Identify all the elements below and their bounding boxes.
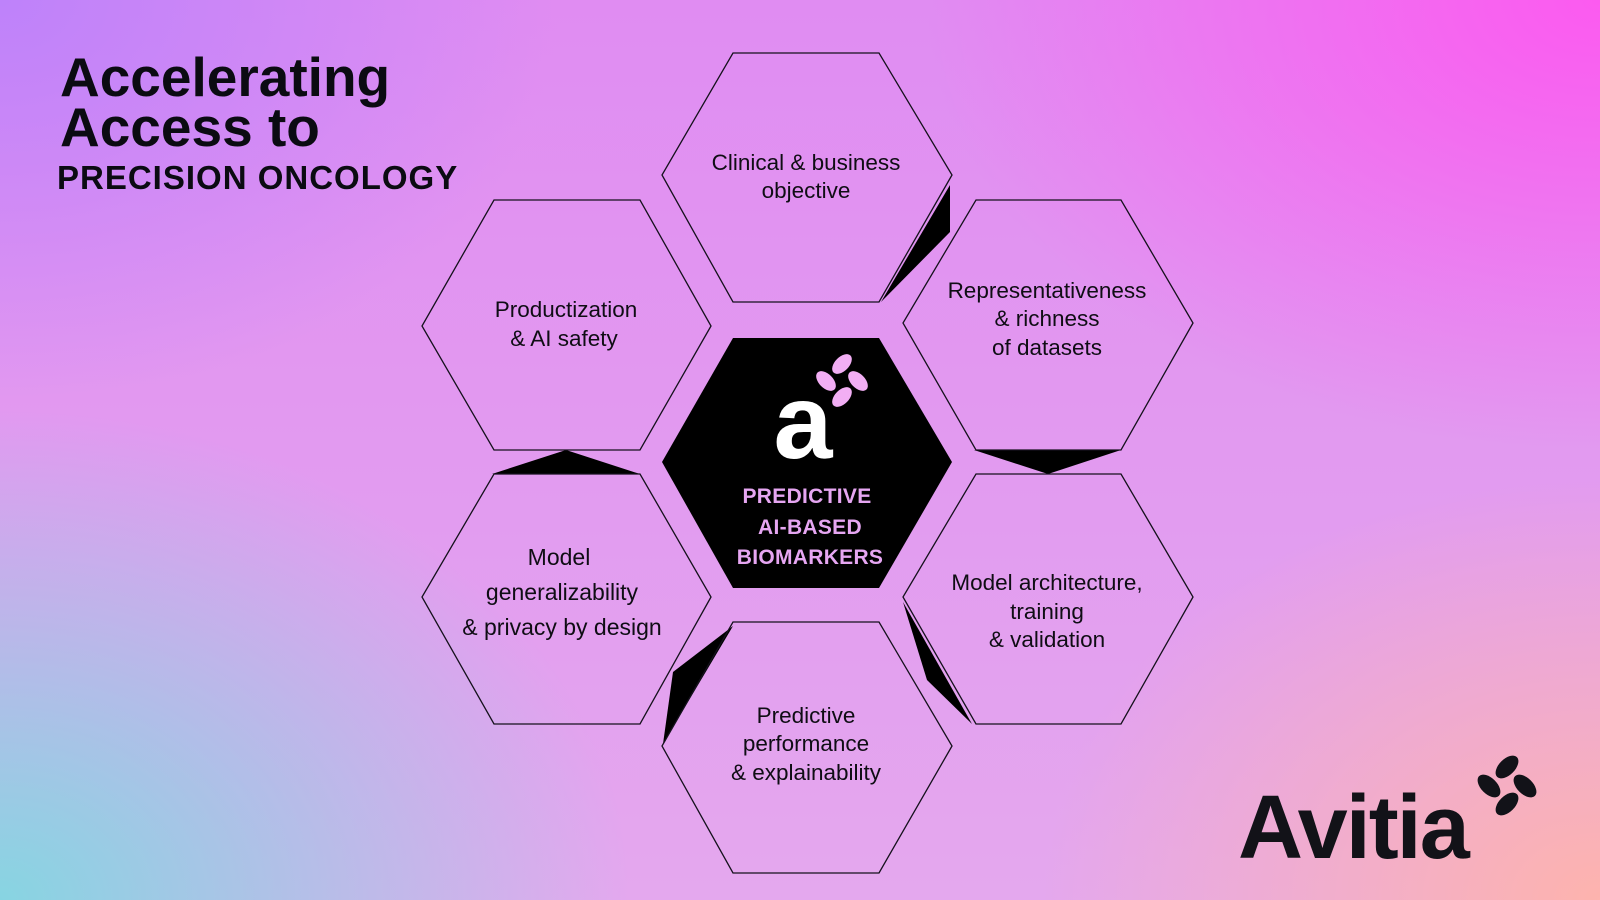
hex-clinical-line-1: Clinical & business <box>712 150 901 175</box>
hex-generalizability: Model generalizability & privacy by desi… <box>421 473 712 725</box>
title-line-1: Accelerating <box>60 46 391 108</box>
connector-clinical-datasets <box>881 185 950 302</box>
hex-clinical-line-2: objective <box>762 178 851 203</box>
hex-datasets-line-2: & richness <box>994 306 1099 331</box>
center-line-3: BIOMARKERS <box>737 546 884 569</box>
hex-performance-line-3: & explainability <box>731 760 882 785</box>
hex-clinical: Clinical & business objective <box>661 52 953 303</box>
page-title: Accelerating Access to PRECISION ONCOLOG… <box>57 46 459 197</box>
hex-generalizability-line-1: Model <box>528 544 591 570</box>
hex-performance-line-2: performance <box>743 731 869 756</box>
hex-generalizability-line-2: generalizability <box>486 579 639 605</box>
center-line-1: PREDICTIVE <box>742 485 871 508</box>
brand-flower-icon <box>1477 755 1537 816</box>
hex-modelarch-line-1: Model architecture, <box>951 570 1142 595</box>
hex-datasets-line-1: Representativeness <box>948 278 1147 303</box>
connector-modelarch-performance <box>903 602 972 724</box>
brand-wordmark: Avitia <box>1238 778 1471 872</box>
title-line-2: Access to <box>60 96 320 158</box>
hex-modelarch-line-2: training <box>1010 599 1084 624</box>
flower-icon <box>816 354 868 407</box>
hex-datasets-line-3: of datasets <box>992 335 1102 360</box>
hex-productization-line-1: Productization <box>495 297 638 322</box>
hex-performance-line-1: Predictive <box>757 703 856 728</box>
hex-modelarch-line-3: & validation <box>989 627 1105 652</box>
hex-productization-line-2: & AI safety <box>510 326 618 351</box>
hex-productization: Productization & AI safety <box>421 199 712 451</box>
hex-generalizability-line-3: & privacy by design <box>462 614 661 640</box>
hex-performance: Predictive performance & explainability <box>661 621 953 874</box>
connector-datasets-modelarch <box>974 450 1121 474</box>
title-subtitle: PRECISION ONCOLOGY <box>57 159 459 196</box>
center-line-2: AI-BASED <box>758 516 862 539</box>
hex-model-architecture: Model architecture, training & validatio… <box>902 473 1194 725</box>
hex-datasets: Representativeness & richness of dataset… <box>902 199 1194 451</box>
hex-center: a PREDICTIVE AI-BASED BIOMARKERS <box>662 338 952 588</box>
connector-generalizability-productization <box>492 450 640 474</box>
avitia-logo: Avitia <box>1238 755 1537 872</box>
